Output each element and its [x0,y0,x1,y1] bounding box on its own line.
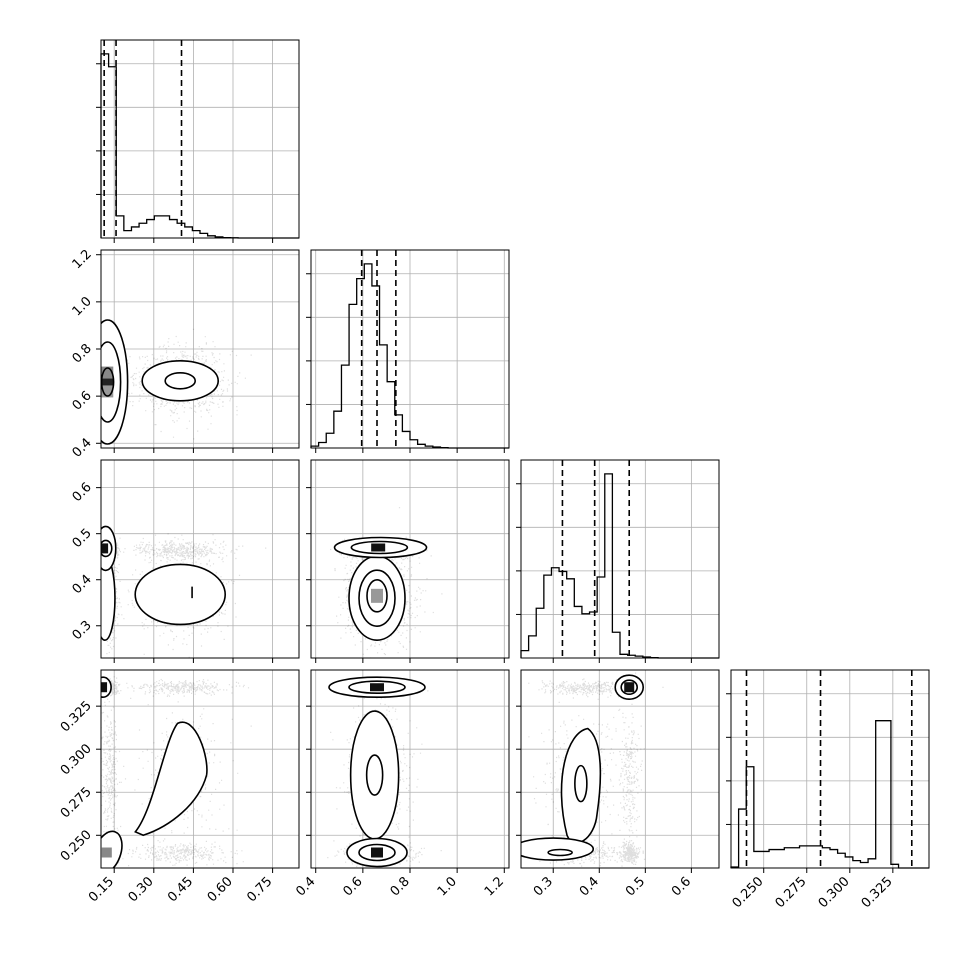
density-cell [101,376,114,388]
density-cell [371,847,383,858]
contour-level [101,539,113,558]
panel-frame [730,669,930,869]
y-tick-label: 0.8 [70,341,95,366]
contour-level [547,848,573,857]
x-tick-label: 1.2 [482,874,507,899]
density-cell [371,588,383,603]
x-tick-label: 0.15 [86,874,117,905]
contour-level [358,843,396,862]
contour-level [348,680,406,695]
y-tick-label: 0.4 [70,572,95,597]
x-tick-label: 0.5 [623,874,648,899]
x-tick-label: 0.6 [669,874,694,899]
contour-level [349,710,400,840]
density-cell [624,682,635,693]
scatter-panel-2-3 [520,669,720,869]
y-tick-label: 0.4 [70,436,95,461]
x-tick-label: 0.325 [859,874,896,911]
panel-bg [731,670,929,868]
contour-level [141,360,219,402]
density-cell [101,682,108,693]
y-tick-label: 0.250 [58,828,95,865]
hist-panel-1 [306,249,510,449]
x-tick-label: 0.250 [730,874,767,911]
panel-frame [520,669,720,869]
y-tick-label: 0.5 [70,526,95,551]
x-tick-label: 0.6 [340,874,365,899]
density-cell [101,543,109,554]
y-tick-label: 1.2 [70,247,95,272]
x-tick-label: 0.60 [205,874,236,905]
x-tick-label: 0.30 [126,874,157,905]
x-tick-label: 1.0 [435,874,460,899]
contour-level [164,372,196,390]
x-tick-label: 0.4 [293,874,318,899]
contour-level [620,679,639,696]
scatter-panel-1-2 [310,459,510,659]
contour-level [358,569,396,627]
x-tick-label: 0.75 [244,874,275,905]
scatter-points [101,676,252,868]
density-cell [101,847,112,858]
density-cell [370,683,384,692]
panel-frame [520,459,720,659]
panel-bg [101,460,299,658]
panel-bg [101,40,299,238]
x-tick-label: 0.45 [165,874,196,905]
contour-level [101,525,117,572]
contour-level [365,754,384,796]
contour-level [134,563,226,626]
contour-level [134,721,208,837]
contour-level [350,540,409,555]
scatter-panel-0-2 [100,459,300,659]
hist-panel-2 [516,459,720,659]
x-tick-label: 0.3 [531,874,556,899]
x-tick-label: 0.300 [816,874,853,911]
y-tick-label: 1.0 [70,294,95,319]
scatter-points [521,672,664,868]
scatter-points [330,507,443,658]
sample-density [327,677,442,868]
scatter-points [327,676,442,868]
hist-panel-0 [96,39,300,239]
y-tick-label: 0.6 [70,388,95,413]
panel-frame [100,459,300,659]
contour-level [521,837,595,861]
scatter-points [101,319,252,445]
contour-level [366,579,388,613]
scatter-panel-1-3 [310,669,510,869]
x-tick-label: 0.4 [577,874,602,899]
y-tick-label: 0.3 [70,618,95,643]
scatter-panel-0-1 [100,249,300,449]
histogram-step-3 [730,720,929,869]
density-cell [371,543,386,552]
contour-level [574,764,588,803]
x-tick-label: 0.8 [388,874,413,899]
y-tick-label: 0.6 [70,480,95,505]
contour-level [101,367,115,397]
scatter-panel-0-3 [100,669,300,869]
contour-level [560,727,602,844]
scatter-points [101,525,267,658]
contour-level [101,341,122,423]
y-tick-label: 0.275 [58,784,95,821]
panel-bg [521,460,719,658]
y-tick-label: 0.325 [58,698,95,735]
y-tick-label: 0.300 [58,741,95,778]
panel-frame [100,669,300,869]
panel-frame [100,39,300,239]
x-tick-label: 0.275 [773,874,810,911]
hist-panel-3 [726,669,930,869]
